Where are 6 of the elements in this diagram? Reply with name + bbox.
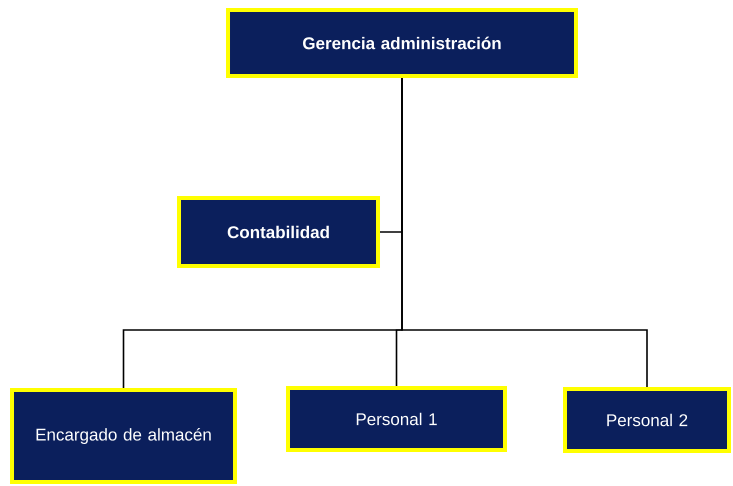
org-box: Personal 2 bbox=[563, 387, 731, 453]
org-box: Encargado de almacén bbox=[10, 388, 237, 484]
connector-line bbox=[401, 78, 648, 387]
org-box: Gerencia administración bbox=[226, 8, 578, 78]
org-box: Contabilidad bbox=[177, 196, 380, 268]
org-box: Personal 1 bbox=[286, 386, 507, 452]
